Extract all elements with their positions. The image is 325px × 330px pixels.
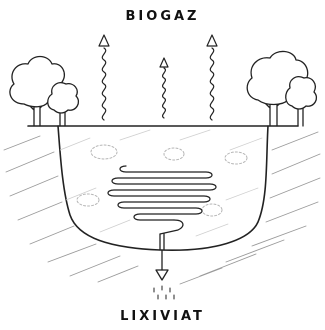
- biogas-wave-left: [101, 47, 107, 121]
- biogas-arrows: [98, 34, 218, 121]
- waste-blob: [224, 151, 248, 165]
- leachate-drain: [155, 233, 169, 281]
- leachate-label: LIXIVIAT: [120, 309, 205, 324]
- waste-blob: [201, 203, 223, 217]
- biogas-wave-right: [209, 47, 215, 121]
- biogas-label: BIOGAZ: [125, 9, 200, 24]
- waste-blob: [76, 193, 100, 207]
- landfill-pit: [57, 125, 269, 252]
- biogas-arrowhead-right: [206, 34, 218, 47]
- leachate-drops: [153, 285, 175, 300]
- drain-valve: [155, 269, 169, 281]
- tree-left-small: [47, 82, 80, 127]
- biogas-wave-center: [161, 67, 167, 119]
- leachate-coil: [107, 165, 217, 235]
- biogas-arrowhead-center: [159, 57, 169, 68]
- waste-blobs: [76, 144, 248, 217]
- waste-texture: [59, 129, 263, 237]
- waste-blob: [90, 144, 118, 160]
- ground-hatching: [3, 131, 321, 285]
- tree-right-small: [285, 76, 318, 127]
- waste-blob: [163, 147, 185, 161]
- biogas-arrowhead-left: [98, 34, 110, 47]
